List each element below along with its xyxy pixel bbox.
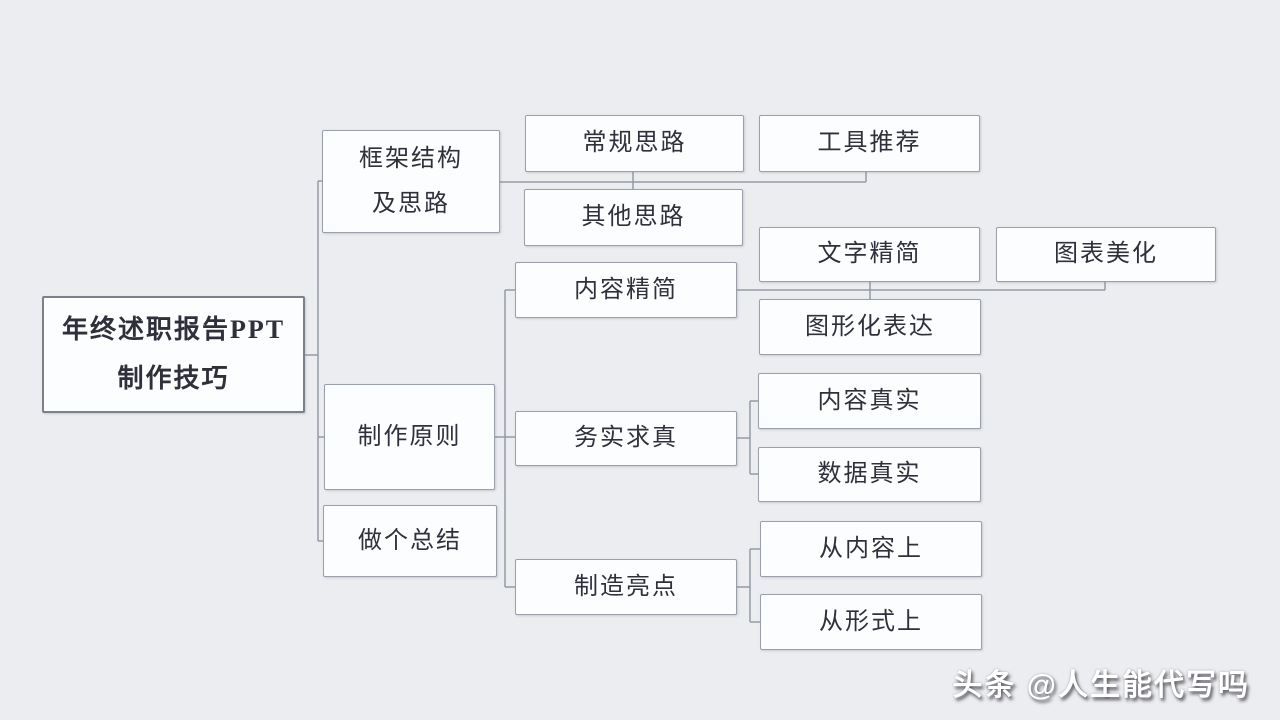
node-label: 制作原则 [357, 423, 462, 450]
node-from-form: 从形式上 [760, 594, 982, 650]
node-label: 从内容上 [819, 535, 923, 562]
node-graphic-expression: 图形化表达 [759, 299, 981, 355]
node-content-simplify: 内容精简 [515, 262, 737, 318]
node-other-approach: 其他思路 [524, 189, 743, 246]
node-label: 制造亮点 [574, 573, 678, 600]
connector-truth-bracket [737, 400, 758, 475]
node-root: 年终述职报告PPT 制作技巧 [42, 296, 305, 413]
node-content-authentic: 内容真实 [758, 373, 981, 429]
node-label: 务实求真 [574, 425, 678, 452]
node-label: 其他思路 [581, 204, 686, 231]
connector-root-bracket [305, 180, 324, 542]
node-label: 常规思路 [582, 130, 687, 157]
connector-simplify-rail [737, 281, 1106, 299]
connector-frame-rail [500, 172, 867, 189]
connector-highlights-bracket [737, 548, 760, 623]
node-label: 图形化表达 [805, 313, 935, 340]
node-frame-structure: 框架结构 及思路 [322, 130, 500, 233]
node-production-principles: 制作原则 [324, 384, 495, 490]
node-tool-recommendation: 工具推荐 [759, 115, 980, 172]
node-label: 内容精简 [574, 276, 678, 303]
node-text-simplify: 文字精简 [759, 227, 980, 282]
node-chart-beautify: 图表美化 [996, 227, 1216, 282]
node-label: 从形式上 [819, 608, 923, 635]
node-label: 文字精简 [817, 241, 922, 268]
node-data-authentic: 数据真实 [758, 447, 981, 502]
node-label: 做个总结 [358, 527, 462, 554]
node-label: 图表美化 [1054, 241, 1158, 268]
watermark: 头条 @人生能代写吗 [952, 669, 1250, 702]
node-create-highlights: 制造亮点 [515, 559, 737, 615]
node-normal-approach: 常规思路 [525, 115, 744, 172]
node-label: 年终述职报告PPT 制作技巧 [61, 315, 286, 393]
connector-principles-bracket [495, 289, 515, 588]
node-from-content: 从内容上 [760, 521, 982, 577]
node-label: 内容真实 [817, 387, 922, 414]
node-label: 框架结构 及思路 [359, 146, 463, 217]
node-pragmatic-truth: 务实求真 [515, 411, 737, 466]
node-label: 数据真实 [817, 461, 922, 488]
node-label: 工具推荐 [817, 130, 922, 157]
node-make-summary: 做个总结 [323, 505, 497, 577]
